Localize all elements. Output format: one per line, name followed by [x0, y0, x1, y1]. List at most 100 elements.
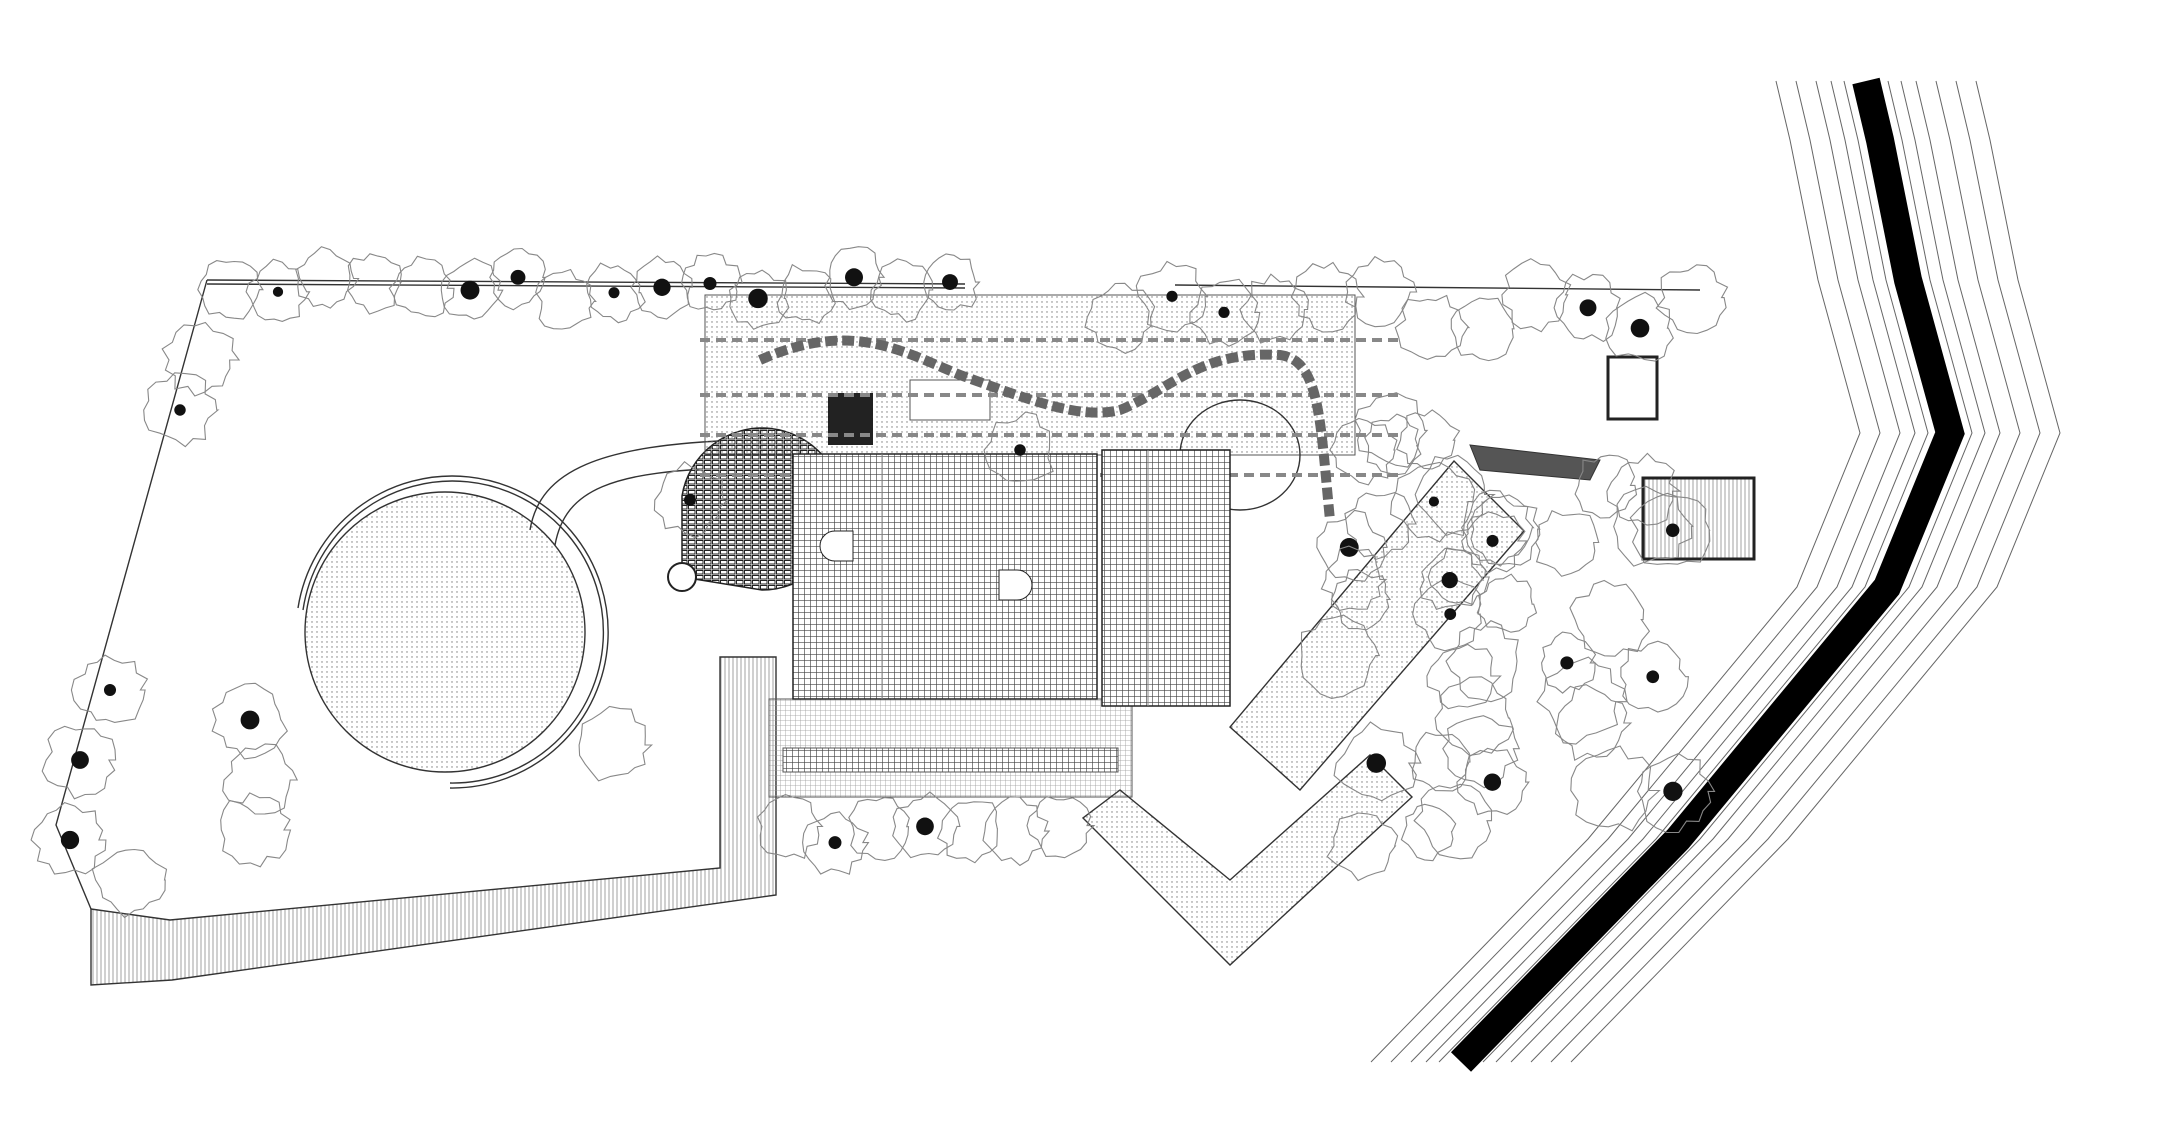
tree-canopy — [1290, 261, 1366, 333]
tree-canopy — [923, 253, 981, 311]
tree-canopy — [1445, 620, 1519, 703]
tree-canopy — [1413, 783, 1493, 860]
tree-canopy — [295, 246, 360, 309]
tree-canopy — [824, 246, 886, 311]
tree-canopy — [1320, 545, 1388, 611]
tree-canopy — [848, 797, 910, 861]
tree-canopy — [1394, 294, 1471, 360]
tree-canopy — [982, 796, 1051, 867]
tree-canopy — [1412, 577, 1482, 652]
tree-trunk — [1560, 656, 1574, 670]
tree-canopy — [535, 268, 597, 330]
tree-canopy — [489, 247, 546, 311]
outbuildings — [1606, 355, 1756, 561]
tree-canopy — [1569, 579, 1651, 657]
tree-trunk — [240, 710, 260, 730]
tree-canopy — [586, 262, 646, 324]
contour-line — [1550, 80, 2041, 1063]
tree-canopy — [1553, 273, 1621, 343]
tree-canopy — [756, 794, 824, 860]
tree-trunk — [608, 287, 620, 299]
tree-trunk — [1339, 537, 1359, 557]
contour-line — [1495, 80, 1986, 1063]
tree-trunk — [103, 683, 117, 697]
tree-canopy — [1535, 509, 1600, 577]
tree-canopy — [578, 705, 654, 782]
tree-canopy — [1636, 752, 1716, 834]
tree-canopy — [1501, 258, 1572, 333]
tree-canopy — [1606, 452, 1682, 526]
tree-canopy — [440, 257, 504, 320]
tree-canopy — [1411, 731, 1471, 792]
tree-canopy — [1333, 721, 1422, 802]
tree-trunk — [174, 404, 186, 416]
tree-canopy — [1620, 640, 1690, 713]
tree-canopy — [1135, 260, 1209, 333]
tree-trunk — [942, 274, 958, 290]
tree-canopy — [211, 682, 288, 760]
contour-line — [1438, 80, 1929, 1063]
circular-lawn — [297, 475, 609, 789]
tree-canopy — [1354, 392, 1429, 468]
tree-canopy — [630, 255, 693, 320]
tree-canopy — [728, 269, 790, 330]
tree-canopy — [1605, 291, 1674, 362]
contour-line — [1390, 80, 1881, 1063]
tree-canopy — [1554, 684, 1633, 762]
driveway — [90, 656, 777, 986]
river — [1370, 77, 2061, 1072]
contour-line — [1530, 80, 2021, 1063]
contour-line — [1410, 80, 1901, 1063]
tree-canopy — [161, 321, 241, 397]
tree-trunk — [71, 751, 89, 769]
tree-canopy — [347, 253, 402, 315]
contour-line — [1370, 80, 1861, 1063]
tree-canopy — [869, 258, 934, 323]
tree-canopy — [1239, 273, 1309, 344]
tree-trunk — [1428, 496, 1440, 507]
tree-canopy — [1396, 409, 1461, 470]
tree-trunk — [1366, 753, 1387, 773]
tree-canopy — [1414, 454, 1496, 537]
tree-canopy — [1456, 747, 1530, 816]
tree-canopy — [1434, 676, 1514, 757]
tree-canopy — [1536, 656, 1628, 745]
tree-trunk — [653, 278, 671, 296]
tree-canopy — [892, 791, 961, 859]
tree-canopy — [802, 811, 870, 875]
tree-trunk — [1166, 290, 1178, 302]
tree-canopy — [1655, 264, 1729, 335]
tree-trunk — [272, 286, 284, 297]
tree-canopy — [222, 743, 299, 815]
tree-trunk — [845, 268, 863, 287]
tree-canopy — [1613, 485, 1695, 567]
tree-canopy — [1329, 417, 1398, 486]
trees — [30, 246, 1729, 919]
tree-canopy — [680, 252, 744, 311]
tree-canopy — [1189, 278, 1261, 347]
tree-canopy — [245, 258, 311, 322]
tree-canopy — [1400, 803, 1457, 862]
tree-trunk — [703, 277, 717, 291]
tree-trunk — [828, 836, 842, 850]
contour-line — [1482, 80, 1973, 1063]
upper-terrace — [700, 294, 1400, 521]
tree-canopy — [220, 792, 292, 868]
tree-canopy — [776, 263, 836, 325]
tree-canopy — [197, 260, 264, 320]
tree-trunk — [1663, 781, 1683, 801]
tree-canopy — [1344, 255, 1418, 328]
tree-canopy — [983, 411, 1054, 482]
tree-trunk — [1444, 608, 1457, 620]
tree-canopy — [1300, 614, 1381, 699]
tree-canopy — [1330, 569, 1392, 631]
tree-canopy — [1570, 745, 1661, 832]
tree-trunk — [1630, 318, 1650, 338]
tree-canopy — [41, 725, 117, 800]
contour-line — [1570, 80, 2061, 1063]
tree-trunk — [510, 269, 526, 285]
tree-trunk — [1579, 299, 1597, 317]
tree-canopy — [143, 372, 220, 448]
tree-canopy — [1450, 297, 1515, 362]
